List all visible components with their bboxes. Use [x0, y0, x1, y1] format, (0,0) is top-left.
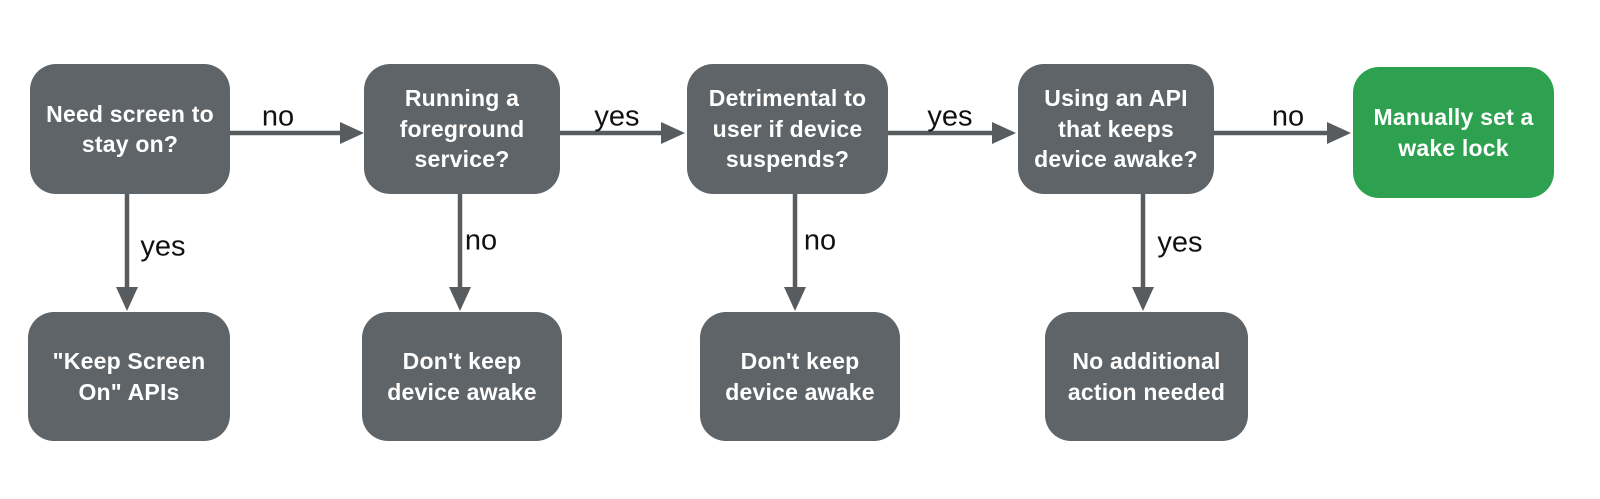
edge-arrow-need-screen-to-keep-screen-on-apis — [116, 194, 138, 311]
edge-label-yes-4: yes — [1157, 226, 1203, 259]
node-foreground-service: Running a foreground service? — [364, 64, 560, 194]
node-need-screen: Need screen to stay on? — [30, 64, 230, 194]
node-using-api: Using an API that keeps device awake? — [1018, 64, 1214, 194]
edge-label-no-4: no — [1271, 100, 1305, 133]
edge-label-no-2: no — [464, 224, 498, 257]
edge-label-yes-1: yes — [140, 230, 186, 263]
node-manual-wake-lock: Manually set a wake lock — [1353, 67, 1554, 198]
edge-arrow-detrimental-to-using-api — [888, 122, 1016, 144]
edge-label-yes-2: yes — [594, 100, 640, 133]
node-dont-keep-awake-1: Don't keep device awake — [362, 312, 562, 441]
edge-arrow-foreground-service-to-dont-keep-awake-1 — [449, 194, 471, 311]
node-detrimental: Detrimental to user if device suspends? — [687, 64, 888, 194]
edge-arrow-need-screen-to-foreground-service — [230, 122, 364, 144]
edge-label-yes-3: yes — [927, 100, 973, 133]
edge-label-no-1: no — [261, 100, 295, 133]
node-keep-screen-on-apis: "Keep Screen On" APIs — [28, 312, 230, 441]
node-dont-keep-awake-2: Don't keep device awake — [700, 312, 900, 441]
edge-label-no-3: no — [803, 224, 837, 257]
edge-arrow-foreground-service-to-detrimental — [560, 122, 685, 144]
edge-arrow-using-api-to-no-additional-action — [1132, 194, 1154, 311]
node-no-additional-action: No additional action needed — [1045, 312, 1248, 441]
edge-arrow-detrimental-to-dont-keep-awake-2 — [784, 194, 806, 311]
edge-arrow-using-api-to-manual-wake-lock — [1214, 122, 1351, 144]
